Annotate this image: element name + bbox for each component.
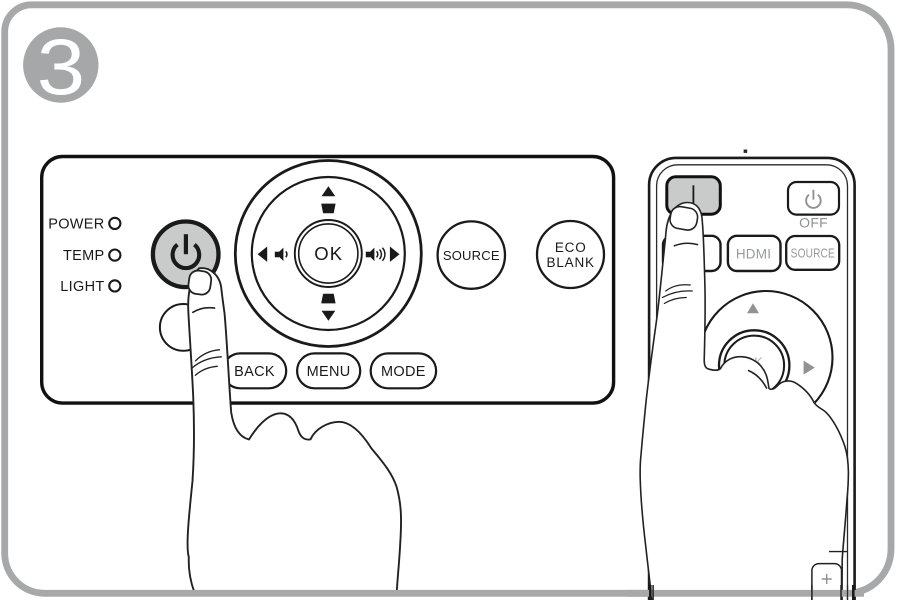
svg-text:3: 3 <box>37 23 85 111</box>
svg-text:MENU: MENU <box>307 364 351 380</box>
svg-text:BLANK: BLANK <box>547 255 595 270</box>
svg-text:SOURCE: SOURCE <box>791 246 835 260</box>
svg-text:SOURCE: SOURCE <box>443 248 500 263</box>
svg-text:HDMI: HDMI <box>736 246 771 261</box>
svg-text:POWER: POWER <box>48 217 104 233</box>
svg-text:OK: OK <box>314 243 343 264</box>
svg-text:OFF: OFF <box>799 215 828 231</box>
svg-text:LIGHT: LIGHT <box>60 279 104 295</box>
svg-text:ECO: ECO <box>555 240 587 255</box>
svg-text:TEMP: TEMP <box>63 248 104 264</box>
svg-text:BACK: BACK <box>234 364 275 380</box>
svg-text:MODE: MODE <box>381 364 426 380</box>
